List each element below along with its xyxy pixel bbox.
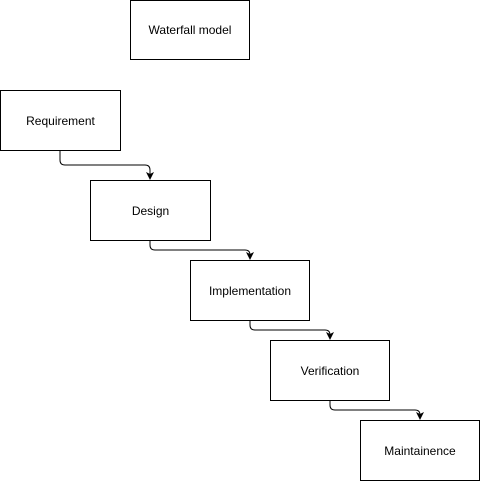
step-label-maintainence: Maintainence <box>384 443 456 458</box>
connector-arrow-design-to-implementation <box>149 241 254 260</box>
step-maintainence-box: Maintainence <box>360 420 480 481</box>
step-label-implementation: Implementation <box>208 283 292 298</box>
step-design-box: Design <box>90 180 211 241</box>
step-label-requirement: Requirement <box>26 113 95 128</box>
connector-arrow-implementation-to-verification <box>249 321 334 340</box>
step-verification-box: Verification <box>270 340 390 401</box>
connector-arrow-verification-to-maintainence <box>329 401 424 420</box>
connector-arrow-requirement-to-design <box>59 151 154 180</box>
step-implementation-box: Implementation <box>190 260 310 321</box>
diagram-title: Waterfall model <box>148 23 232 37</box>
step-label-verification: Verification <box>300 363 360 378</box>
step-requirement-box: Requirement <box>0 90 121 151</box>
step-label-design: Design <box>131 203 170 218</box>
diagram-title-box: Waterfall model <box>130 0 250 60</box>
